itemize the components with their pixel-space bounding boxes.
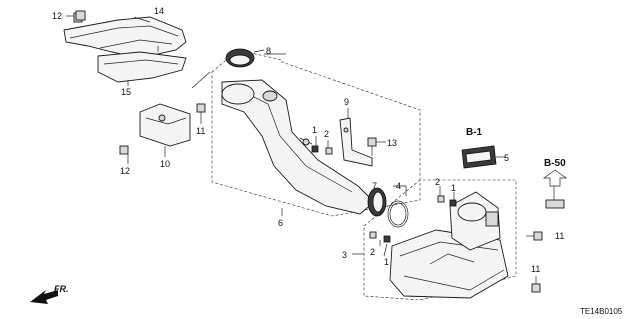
callout-10: 10: [160, 159, 170, 169]
bolt-part-12-b: [119, 145, 129, 155]
assembly-outline-part-3: [363, 179, 517, 301]
bolt-part-11-c: [531, 276, 541, 293]
bolt-part-13: [367, 137, 377, 156]
callout-2-b: 2: [435, 177, 440, 187]
rubber-seal-part-8: [225, 48, 255, 68]
fitting-b-50: [545, 186, 565, 209]
callout-2-a: 2: [324, 129, 329, 139]
clip-part-1-a: [311, 145, 319, 153]
callout-11-a: 11: [196, 126, 205, 136]
clamp-ring-part-7: [367, 187, 387, 217]
o-ring-part-4: [387, 200, 409, 228]
stay-part-9: [339, 117, 373, 167]
clip-part-1-b: [449, 199, 457, 207]
callout-12-b: 12: [120, 166, 130, 176]
band-part-5: [461, 145, 497, 169]
callout-1-c: 1: [384, 257, 389, 267]
callout-3: 3: [342, 250, 347, 260]
callout-14: 14: [154, 6, 164, 16]
callout-11-b: 11: [555, 231, 564, 241]
bracket-part-10: [139, 103, 191, 147]
callout-12-a: 12: [52, 11, 62, 21]
callout-5: 5: [504, 153, 509, 163]
assembly-outline-part-6: [211, 49, 421, 217]
callout-8: 8: [266, 46, 271, 56]
reference-b-50: B-50: [544, 158, 566, 169]
bolt-part-11-b: [526, 231, 543, 241]
lower-guide-part-15: [97, 51, 187, 83]
bolt-part-12-a: [75, 10, 86, 21]
callout-13: 13: [387, 138, 397, 148]
clip-part-2-b: [437, 195, 445, 203]
callout-6: 6: [278, 218, 283, 228]
diagram-code: TE14B0105: [580, 307, 623, 316]
clip-part-2-a: [325, 147, 333, 155]
callout-4: 4: [396, 181, 401, 191]
front-direction-arrow-icon: [30, 290, 58, 304]
callout-9: 9: [344, 97, 349, 107]
air-cleaner-case-part-3: [389, 191, 509, 299]
clip-part-1-c: [383, 235, 391, 243]
callout-7: 7: [372, 181, 377, 191]
intake-duct-part-6: [221, 79, 375, 215]
bolt-part-11-a: [196, 103, 206, 124]
clip-part-2-c: [369, 231, 377, 239]
front-direction-label: FR.: [54, 284, 69, 294]
callout-1-a: 1: [312, 125, 317, 135]
reference-b-1: B-1: [466, 127, 483, 138]
callout-11-c: 11: [531, 264, 540, 274]
callout-2-c: 2: [370, 247, 375, 257]
callout-1-b: 1: [451, 183, 456, 193]
b-50-arrow-icon: [542, 169, 568, 187]
callout-15: 15: [121, 87, 131, 97]
